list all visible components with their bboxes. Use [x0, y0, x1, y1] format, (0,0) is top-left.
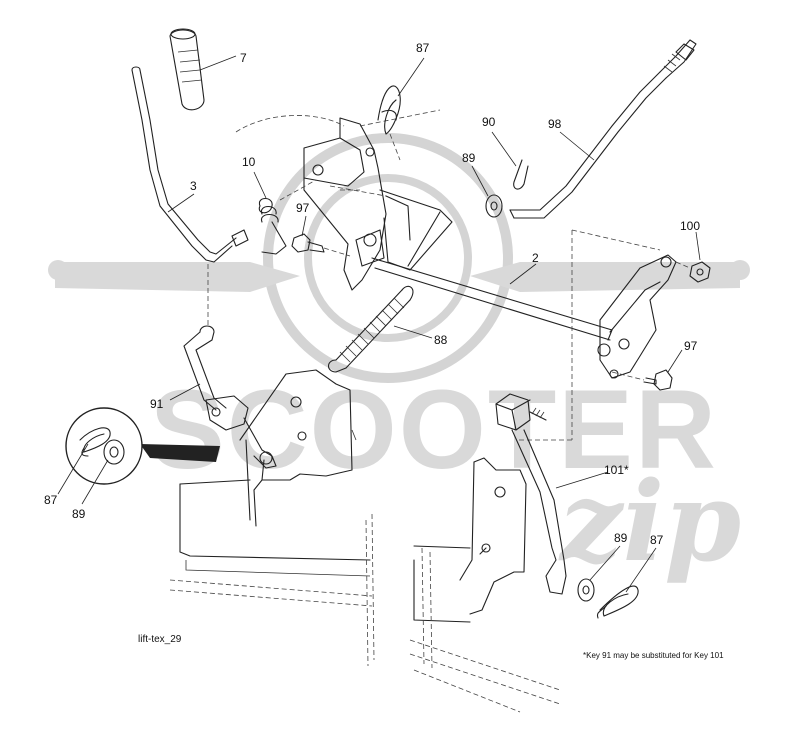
- callout-98: 98: [548, 117, 562, 131]
- watermark-script: zip: [558, 457, 741, 586]
- lift-link-101: [495, 393, 567, 595]
- upper-bracket: [303, 109, 453, 291]
- right-frame-bracket: [459, 457, 527, 615]
- callout-87-top: 87: [416, 41, 430, 55]
- bolt-97-left: [291, 233, 351, 257]
- callout-87-right: 87: [650, 533, 664, 547]
- cotter-pin-90: [513, 159, 529, 190]
- nut-100: [675, 261, 711, 283]
- callout-91: 91: [150, 397, 164, 411]
- callout-87-left: 87: [44, 493, 58, 507]
- lift-shaft-assembly: [371, 229, 677, 441]
- hairpin-clip-87-right: [596, 585, 639, 619]
- callout-97-left: 97: [296, 201, 310, 215]
- callout-10: 10: [242, 155, 256, 169]
- callout-89-left: 89: [72, 507, 86, 521]
- callout-88: 88: [434, 333, 448, 347]
- left-deck-outline: [169, 479, 375, 667]
- lift-link-91: [183, 325, 277, 469]
- watermark-logo: SCOOTER zip: [48, 133, 750, 586]
- callout-7: 7: [240, 51, 247, 65]
- washer-89-top: [485, 194, 503, 218]
- callout-101: 101*: [604, 463, 629, 477]
- torsion-spring: [258, 179, 317, 255]
- callout-97-right: 97: [684, 339, 698, 353]
- callout-2: 2: [532, 251, 539, 265]
- callout-90: 90: [482, 115, 496, 129]
- callout-89-right: 89: [614, 531, 628, 545]
- callout-3: 3: [190, 179, 197, 193]
- hairpin-clip-87-top: [377, 85, 401, 161]
- adjustment-rod-98: [509, 39, 697, 219]
- right-deck-outline: [409, 545, 561, 713]
- substitution-footnote: *Key 91 may be substituted for Key 101: [583, 651, 724, 660]
- leader-lines: [57, 55, 701, 593]
- detail-inset: [65, 407, 220, 485]
- callout-100: 100: [680, 219, 700, 233]
- washer-89-right: [577, 578, 595, 602]
- diagram-id-label: lift-tex_29: [138, 634, 182, 645]
- callout-labels: 7 87 90 98 10 89 3 97 100 2 88 97 91 101…: [44, 41, 700, 547]
- callout-89-top: 89: [462, 151, 476, 165]
- extension-spring-88: [327, 211, 441, 373]
- lift-handle: [131, 28, 345, 326]
- bolt-97-right: [611, 369, 673, 391]
- watermark-text: SCOOTER: [150, 367, 718, 492]
